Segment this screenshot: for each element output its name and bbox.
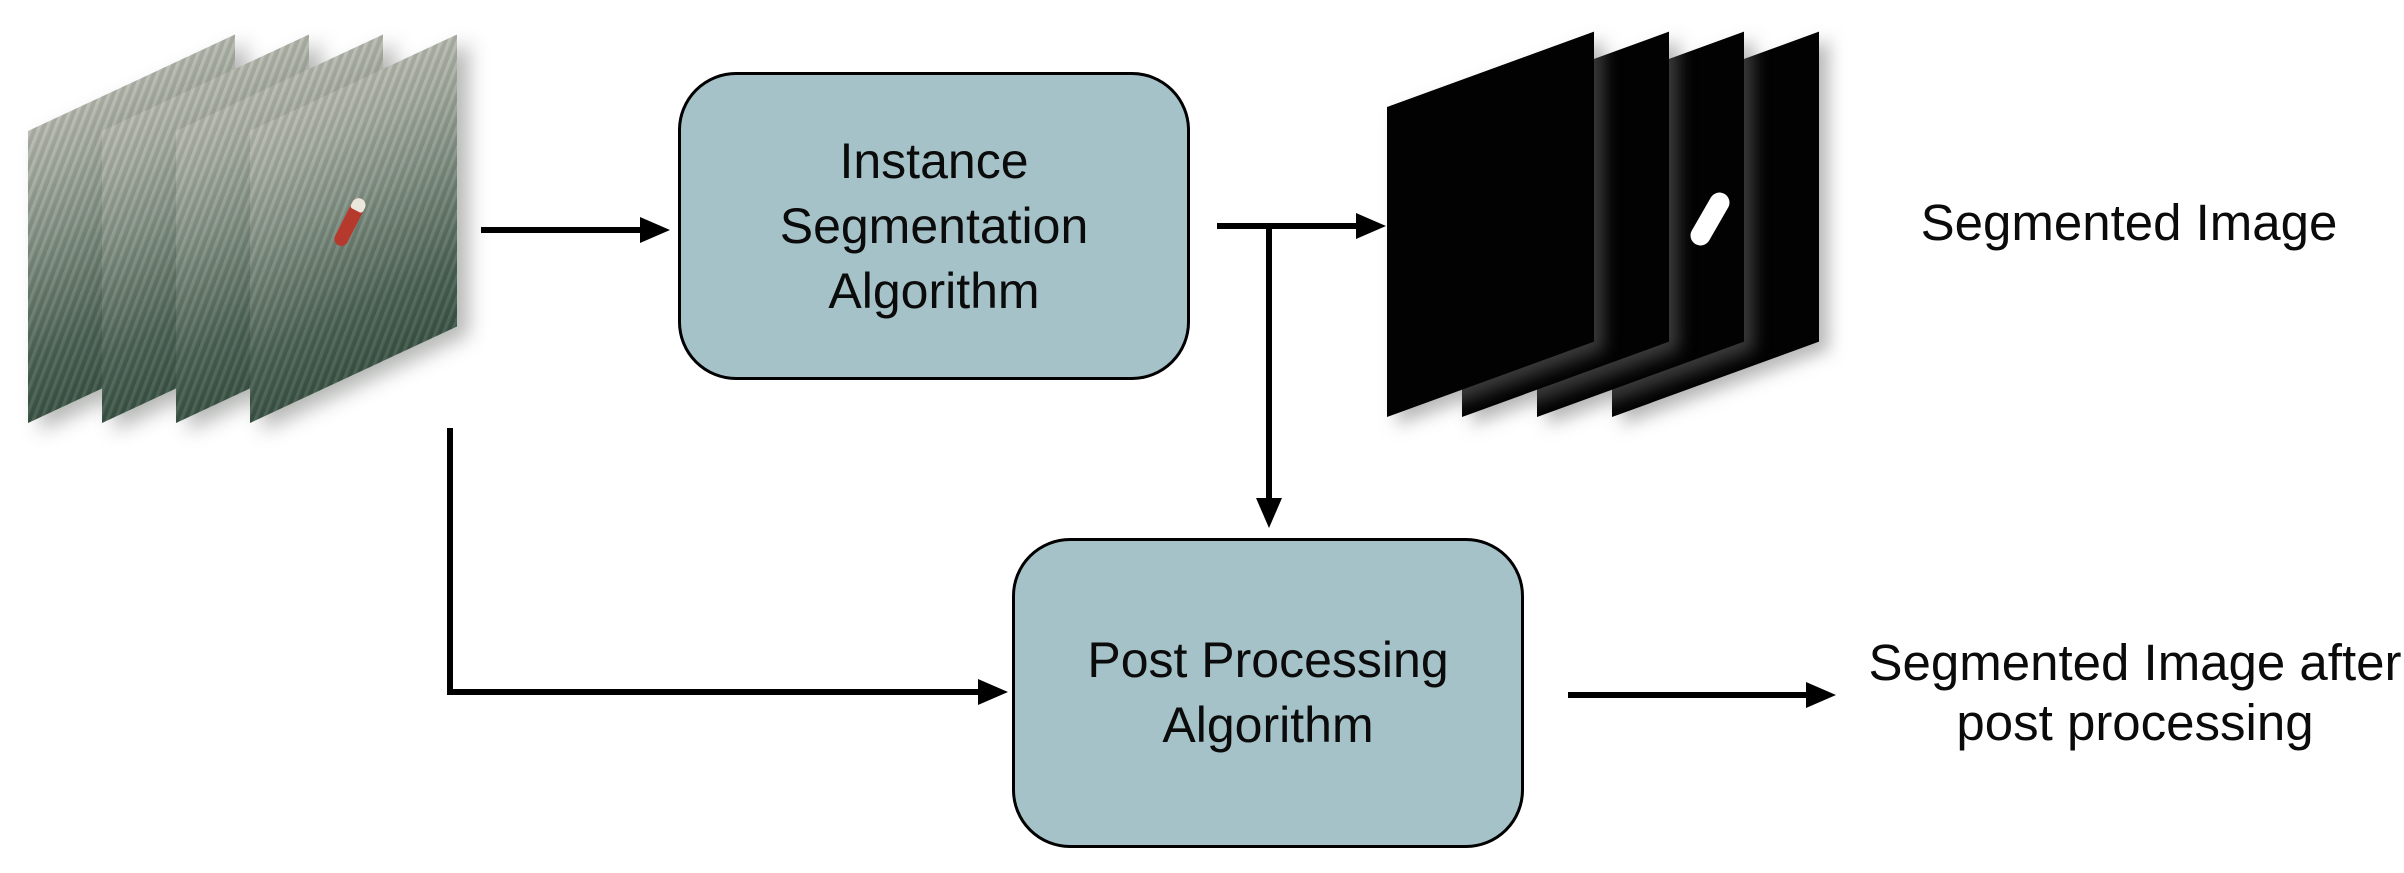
instance-label-line1: Instance bbox=[839, 132, 1029, 189]
instance-label-line3: Algorithm bbox=[828, 262, 1040, 319]
post-node-label: Post Processing Algorithm bbox=[1087, 628, 1448, 758]
label-after-line2: post processing bbox=[1956, 694, 2314, 752]
arrowhead-down-icon bbox=[1256, 498, 1282, 528]
arrowhead-right-icon bbox=[978, 679, 1008, 705]
post-label-line2: Algorithm bbox=[1162, 697, 1374, 753]
post-processing-node: Post Processing Algorithm bbox=[1012, 538, 1524, 848]
arrowhead-right-icon bbox=[1806, 682, 1836, 708]
arrowhead-right-icon bbox=[640, 217, 670, 243]
instance-segmentation-node: Instance Segmentation Algorithm bbox=[678, 72, 1190, 380]
arrow-input-to-post-vertical bbox=[447, 428, 453, 692]
label-after-line1: Segmented Image after bbox=[1868, 634, 2402, 691]
arrow-instance-to-mask bbox=[1217, 223, 1357, 229]
label-segmented-image: Segmented Image bbox=[1920, 194, 2338, 251]
arrowhead-right-icon bbox=[1356, 213, 1386, 239]
label-segmented-after-post-processing: Segmented Image after post processing bbox=[1835, 633, 2404, 753]
arrow-input-to-post-horizontal bbox=[447, 689, 978, 695]
arrow-post-to-output bbox=[1568, 692, 1806, 698]
instance-node-label: Instance Segmentation Algorithm bbox=[780, 129, 1089, 324]
arrow-branch-to-post bbox=[1266, 226, 1272, 498]
arrow-input-to-instance bbox=[481, 227, 643, 233]
post-label-line1: Post Processing bbox=[1087, 632, 1449, 688]
instance-label-line2: Segmentation bbox=[779, 197, 1089, 254]
